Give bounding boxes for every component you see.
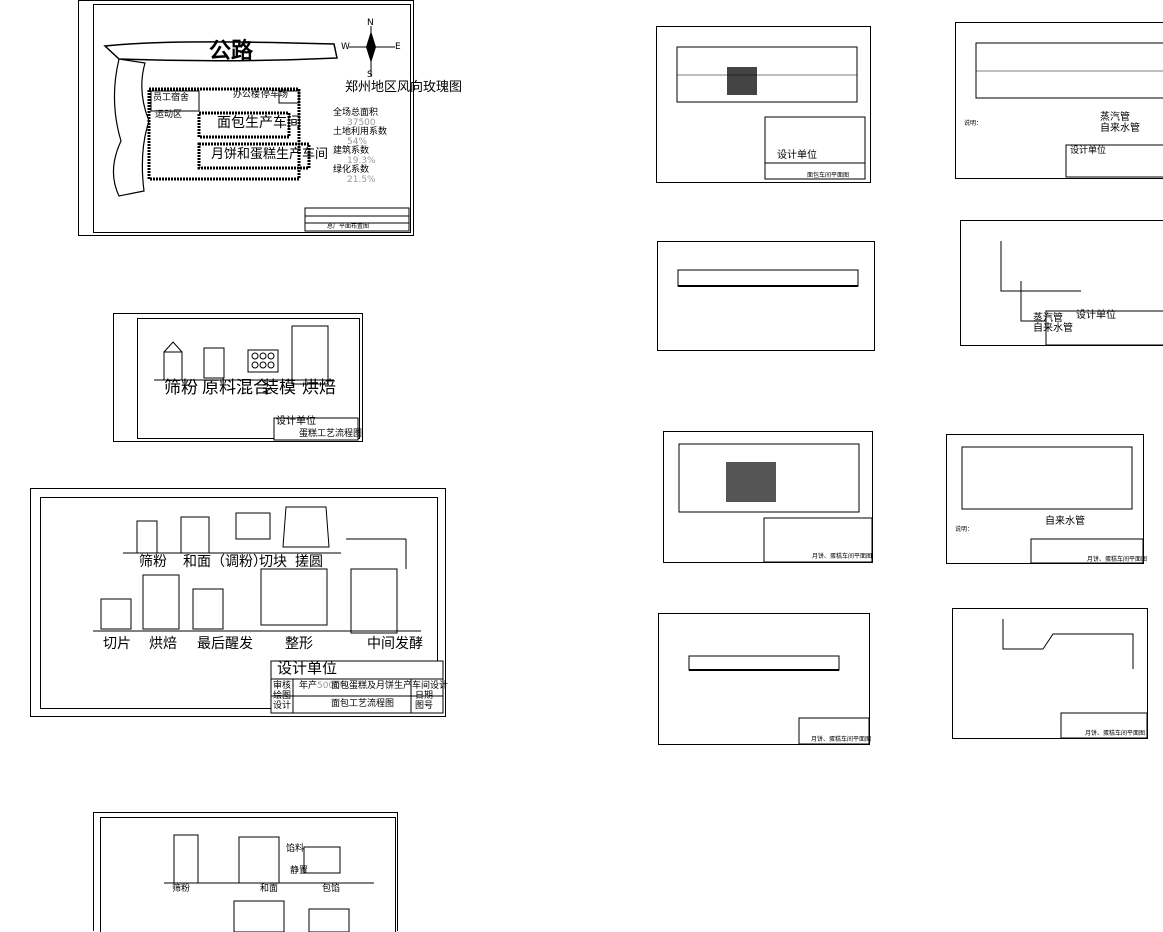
bread-step-round: 搓圆 [295, 554, 323, 570]
cake-step-bake: 烘焙 [302, 378, 336, 398]
bread-pipe-steam: 蒸汽管 [1100, 112, 1130, 123]
bread-field-draw: 绘图 [273, 691, 292, 701]
mooncake-process-frame [100, 817, 396, 932]
cake-step-mould: 装模 [262, 378, 296, 398]
bread-unit: 设计单位 [277, 659, 338, 677]
stat-value: 54% [347, 137, 368, 147]
stat-label: 建筑系数 [333, 146, 370, 156]
bread-plan-sheet: 设计单位 面包车间平面图 [656, 26, 871, 183]
mooncake-equipment [164, 834, 374, 932]
bread-project-prefix: 年产 [299, 681, 318, 691]
bread-plan-unit: 设计单位 [777, 150, 817, 161]
bread-plan-drawing [676, 46, 866, 180]
road-label: 公路 [209, 39, 254, 64]
site-plan-frame [93, 4, 411, 233]
mooncake-iso-sheet: 月饼、蛋糕车间平面图 [952, 608, 1148, 739]
cake-process-sheet: 筛粉 原料混合 装模 烘焙 设计单位 蛋糕工艺流程图 [113, 313, 363, 442]
mooncake-step-wrap: 包馅 [322, 884, 341, 894]
bread-project-suffix: 面包蛋糕及月饼生产车间设计 [331, 681, 449, 691]
mooncake-step-knead: 和面 [260, 884, 279, 894]
stat-value: 21.5% [347, 175, 376, 185]
bread-section-sheet [657, 241, 875, 351]
mooncake-pipe-sheet: 自来水管 说明： 月饼、蛋糕车间平面图 [946, 434, 1148, 564]
bread-pipe-unit: 设计单位 [1070, 146, 1107, 156]
stat-label: 全场总面积 [333, 108, 379, 118]
site-stats: 全场总面积 37500 土地利用系数 54% 建筑系数 19.3% 绿化系数 2… [333, 105, 413, 185]
bread-section-drawing [677, 269, 859, 287]
cake-title: 蛋糕工艺流程图 [299, 429, 363, 439]
stat-label: 绿化系数 [333, 165, 370, 175]
bread-field-no: 图号 [415, 701, 434, 711]
bread-step-bake: 烘焙 [149, 636, 177, 652]
pipe-iso-sheet: 蒸汽管 自来水管 设计单位 [960, 220, 1163, 346]
bread-process-sheet: 筛粉 和面（调粉） 切块 搓圆 切片 烘焙 最后醒发 整形 中间发酵 设计单位 … [30, 488, 449, 717]
cake-equipment [154, 325, 359, 441]
mooncake-section-drawing [688, 655, 870, 745]
wind-rose-title: 郑州地区风向玫瑰图 [345, 80, 463, 95]
bread-step-shape: 整形 [285, 636, 313, 652]
mooncake-pipe-water: 自来水管 [1045, 516, 1085, 527]
bread-step-sift: 筛粉 [139, 554, 167, 570]
bread-field-design: 设计 [273, 701, 292, 711]
stat-value: 19.3% [347, 156, 376, 166]
mooncake-plan-title: 月饼、蛋糕车间平面图 [812, 553, 873, 560]
compass-w: W [341, 42, 350, 52]
pipe-iso-steam: 蒸汽管 [1033, 313, 1063, 324]
cake-step-sift: 筛粉 [164, 378, 198, 398]
bread-step-intermediate-proof: 中间发酵 [367, 636, 423, 652]
bread-step-knead: 和面（调粉） [183, 554, 267, 570]
mooncake-pipe-legend: 说明： [955, 526, 974, 533]
bread-project-value: 5000吨 [317, 681, 349, 691]
bread-workshop-label: 面包生产车间 [217, 115, 301, 131]
mooncake-section-sheet: 月饼、蛋糕车间平面图 [658, 613, 872, 745]
mooncake-plan-sheet: 月饼、蛋糕车间平面图 [663, 431, 873, 563]
bread-equipment [93, 506, 444, 714]
bread-pipe-drawing [975, 42, 1163, 178]
site-plan-sheet: 公路 N W E S 郑州地区风向玫瑰图 员工宿舍 运动区 办公楼 停车场 面包… [78, 0, 462, 236]
bread-process-frame [40, 497, 438, 709]
bread-pipe-sheet: 蒸汽管 自来水管 说明： 设计单位 [955, 22, 1163, 179]
mooncake-plan-drawing [678, 443, 873, 563]
bread-step-slice: 切片 [103, 636, 131, 652]
sports-area-label: 运动区 [155, 110, 183, 120]
mooncake-section-title: 月饼、蛋糕车间平面图 [811, 736, 872, 743]
mooncake-step-filling: 馅料 [286, 844, 305, 854]
bread-field-date: 日期 [415, 691, 434, 701]
pipe-iso-water: 自来水管 [1033, 323, 1073, 334]
bread-step-divide: 切块 [259, 554, 287, 570]
bread-pipe-legend: 说明： [964, 120, 983, 127]
bread-step-final-proof: 最后醒发 [197, 636, 253, 652]
office-label: 办公楼 [233, 90, 261, 100]
staff-dorm-label: 员工宿舍 [153, 93, 190, 103]
stat-value: 37500 [347, 118, 376, 128]
compass-s: S [367, 70, 373, 80]
bread-field-audit: 审核 [273, 681, 292, 691]
cake-step-mix: 原料混合 [202, 378, 270, 398]
compass-n: N [367, 18, 374, 28]
compass-e: E [395, 42, 401, 52]
mooncake-workshop-label: 月饼和蛋糕生产车间 [211, 147, 329, 162]
parking-label: 停车场 [261, 90, 289, 100]
cake-process-frame [137, 318, 360, 439]
mooncake-pipe-drawing [961, 446, 1144, 564]
mooncake-pipe-title: 月饼、蛋糕车间平面图 [1087, 556, 1148, 563]
mooncake-iso-drawing [1002, 619, 1148, 739]
mooncake-step-sift: 筛粉 [172, 884, 191, 894]
stat-label: 土地利用系数 [333, 127, 388, 137]
site-plan-title: 总厂平面布置图 [327, 223, 370, 230]
bread-plan-title: 面包车间平面图 [807, 172, 850, 179]
mooncake-step-rest: 静置 [290, 866, 309, 876]
pipe-iso-unit: 设计单位 [1076, 310, 1116, 321]
mooncake-process-sheet: 筛粉 和面 馅料 静置 包馅 [93, 812, 398, 932]
bread-title: 面包工艺流程图 [331, 699, 395, 709]
mooncake-iso-title: 月饼、蛋糕车间平面图 [1085, 730, 1146, 737]
site-plan-drawing [103, 26, 410, 232]
bread-pipe-water: 自来水管 [1100, 123, 1140, 134]
cake-unit: 设计单位 [276, 416, 316, 427]
pipe-iso-drawing [1000, 241, 1163, 346]
